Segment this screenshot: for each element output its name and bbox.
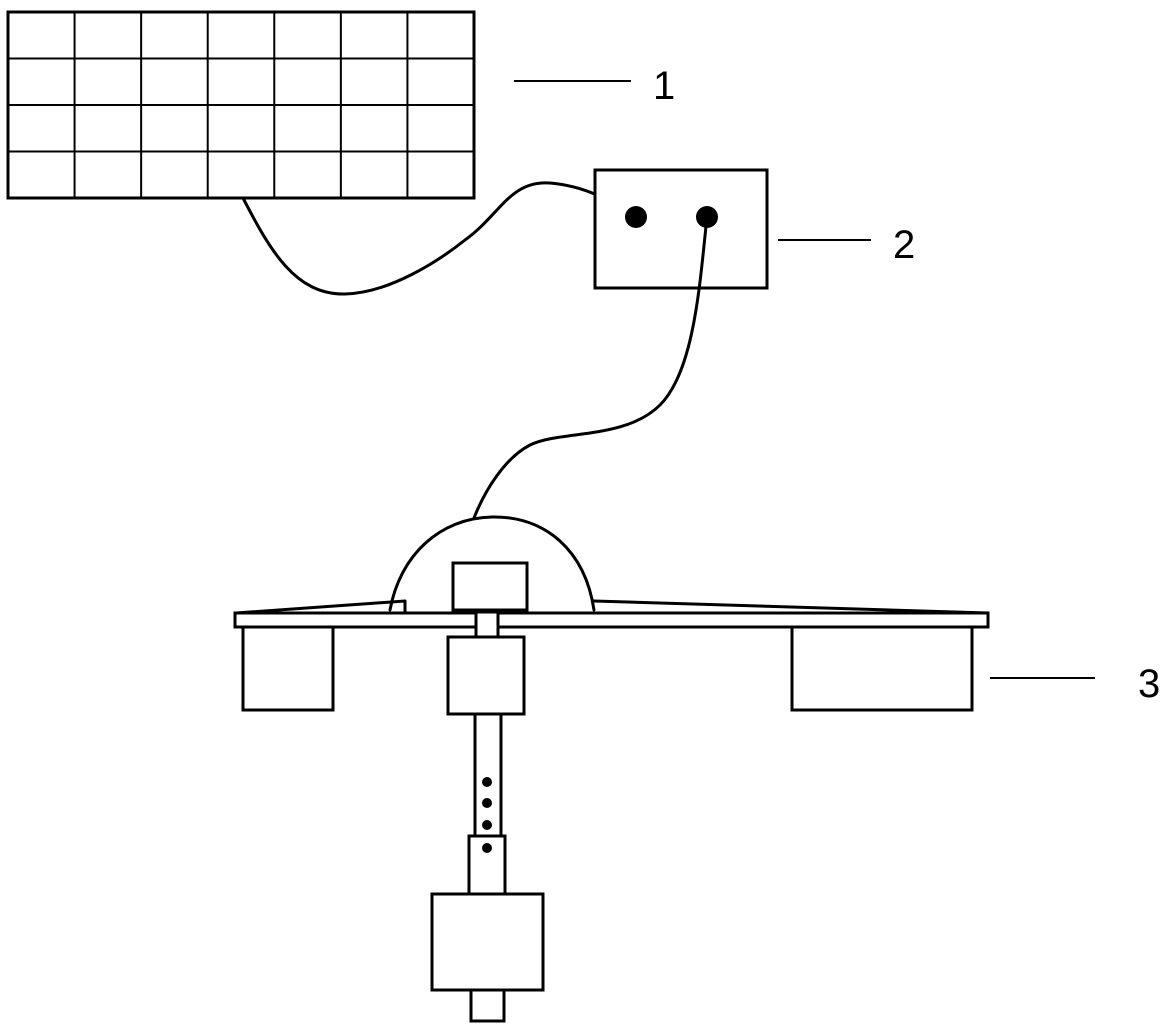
coupling-block bbox=[446, 635, 526, 716]
shaft-dot bbox=[482, 777, 492, 787]
label-3: 3 bbox=[1138, 662, 1160, 706]
solar-panel-grid bbox=[8, 12, 474, 198]
shaft-neck bbox=[474, 610, 500, 639]
controller-box bbox=[593, 168, 769, 290]
solar-panel bbox=[6, 10, 476, 200]
label-1: 1 bbox=[653, 64, 675, 108]
top-block bbox=[451, 561, 529, 612]
bottom-tip bbox=[469, 988, 506, 1023]
cable-panel-to-controller bbox=[241, 181, 638, 296]
bottom-weight bbox=[430, 892, 545, 992]
right-float bbox=[790, 625, 974, 712]
shaft-dot bbox=[482, 843, 492, 853]
left-float bbox=[241, 625, 335, 712]
float-assembly bbox=[233, 515, 990, 1023]
shaft-dot bbox=[482, 798, 492, 808]
shaft-upper bbox=[473, 712, 503, 838]
left-wing-plate bbox=[234, 599, 407, 615]
cable-controller-to-dome bbox=[472, 215, 709, 520]
deck-plate bbox=[233, 611, 990, 629]
shaft-lower bbox=[467, 834, 507, 896]
terminal-left bbox=[625, 206, 647, 228]
right-wing-plate bbox=[592, 599, 990, 615]
label-2: 2 bbox=[893, 223, 915, 267]
controller-box-frame bbox=[593, 168, 769, 290]
shaft-dot bbox=[482, 820, 492, 830]
dome bbox=[388, 515, 596, 612]
